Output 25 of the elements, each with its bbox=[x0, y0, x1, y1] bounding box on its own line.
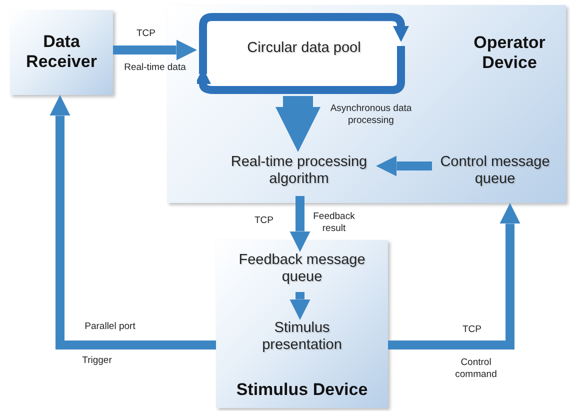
arrow bbox=[50, 95, 216, 350]
device-title: Stimulus Device bbox=[235, 380, 369, 400]
device-panel bbox=[216, 240, 388, 408]
connector-note: Trigger bbox=[81, 355, 113, 367]
device-box bbox=[10, 10, 113, 95]
connector-note: Real-time data bbox=[123, 62, 187, 74]
node-text: Real-time processing algorithm bbox=[230, 154, 368, 188]
edge-label: Asynchronous data processing bbox=[329, 103, 413, 127]
edge-label: TCP bbox=[462, 324, 482, 336]
edge-label: TCP bbox=[254, 215, 274, 227]
node-text: Stimulus presentation bbox=[261, 320, 343, 354]
arrow bbox=[276, 96, 320, 152]
arrow bbox=[290, 196, 310, 252]
arrow bbox=[388, 203, 520, 350]
device-title: Operator Device bbox=[472, 33, 546, 74]
connector-note: Feedback result bbox=[312, 211, 356, 235]
edge-label: Parallel port bbox=[84, 321, 136, 333]
connector-note: Control command bbox=[454, 357, 498, 381]
node-text: Control message queue bbox=[439, 154, 551, 188]
arrow bbox=[113, 40, 197, 60]
arrow bbox=[376, 156, 432, 176]
arrow bbox=[290, 292, 310, 320]
device-title: Data Receiver bbox=[25, 32, 98, 72]
edge-label: TCP bbox=[136, 28, 156, 40]
node-text: Feedback message queue bbox=[238, 252, 366, 286]
